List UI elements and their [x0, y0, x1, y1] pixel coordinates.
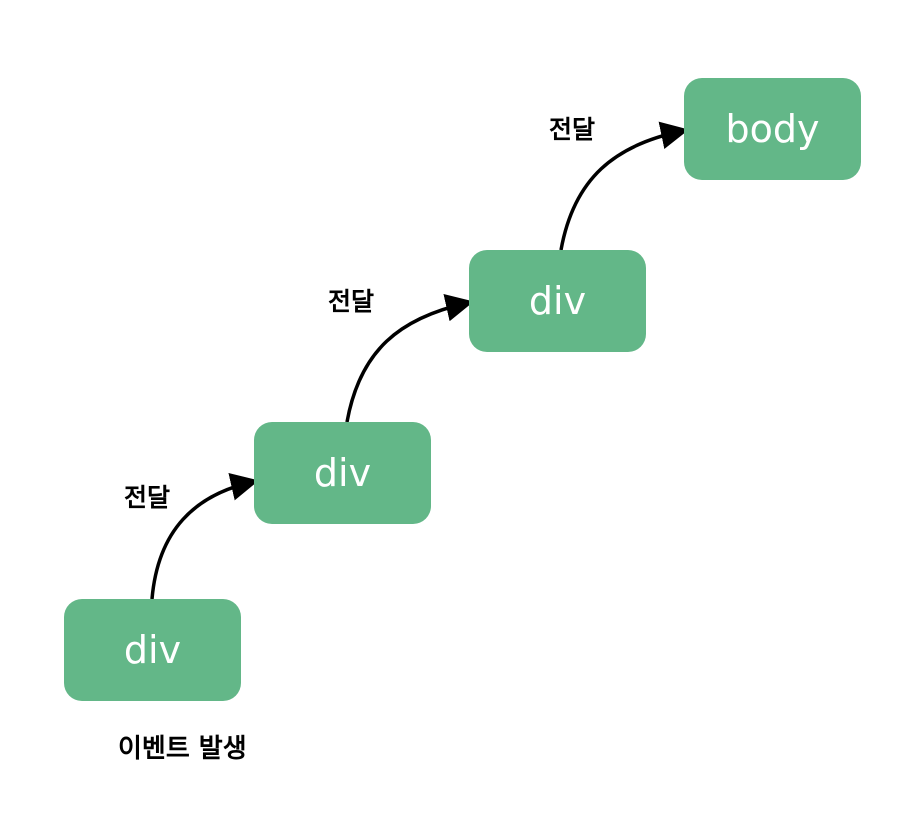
- edge-arrow-n2-n3: [345, 293, 474, 423]
- edge-arrow-n3-n4: [559, 121, 689, 251]
- edge-label: 전달: [549, 115, 596, 144]
- node-label: div: [123, 628, 182, 672]
- node-div-third: div: [469, 250, 646, 352]
- node-div-second: div: [254, 422, 431, 524]
- node-body-top: body: [684, 78, 861, 180]
- node-label: div: [528, 279, 587, 323]
- event-origin-label: 이벤트 발생: [118, 734, 247, 764]
- node-label: body: [725, 107, 820, 151]
- edge-label: 전달: [328, 287, 375, 316]
- node-div-bottom: div: [64, 599, 241, 701]
- edge-label: 전달: [124, 483, 171, 512]
- node-label: div: [313, 451, 372, 495]
- edge-arrow-n1-n2: [150, 473, 259, 600]
